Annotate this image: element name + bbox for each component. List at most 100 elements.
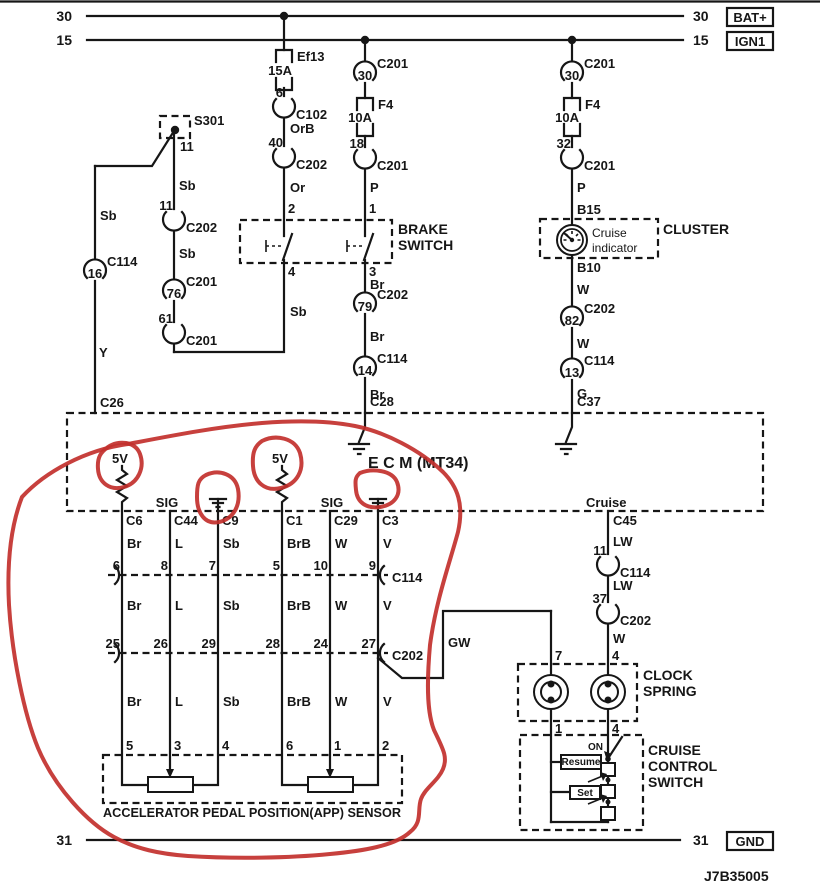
connector-pin: 16 xyxy=(88,266,102,281)
cruise-switch-title: SWITCH xyxy=(648,774,703,790)
clockspring-pin: 1 xyxy=(555,721,562,736)
connector-c114-16: 16 C114 xyxy=(82,254,138,281)
cruise-indicator-label: Cruise xyxy=(592,226,627,240)
connector-name: C201 xyxy=(377,56,408,71)
fuse-name: F4 xyxy=(585,97,601,112)
ecm-title: E C M (MT34) xyxy=(368,455,468,472)
power-buses: 30 15 30 15 BAT+ IGN1 31 31 GND J7B35005 xyxy=(56,6,775,884)
ecm-pin-c3: C3 xyxy=(382,513,399,528)
connector-name: C201 xyxy=(584,158,615,173)
connector-name: C114 xyxy=(584,353,615,368)
connector-row-c114: 6 8 7 5 10 9 C114 xyxy=(108,558,423,586)
connector-c201-30-left: 30 C201 xyxy=(352,56,408,83)
connector-name: C114 xyxy=(107,254,138,269)
connector-pin: 61 xyxy=(159,311,173,326)
row-pin: 25 xyxy=(106,636,120,651)
wire-sb: Sb xyxy=(290,304,307,319)
row-pin: 8 xyxy=(161,558,168,573)
cruise-switch-title: CONTROL xyxy=(648,758,718,774)
switch-position-resume: Resume xyxy=(562,757,601,768)
bat-box xyxy=(725,6,775,28)
wire-brb: BrB xyxy=(287,598,311,613)
wire-w: W xyxy=(577,336,590,351)
row-name: C114 xyxy=(392,570,423,585)
sensor-pin: 4 xyxy=(222,738,230,753)
ecm-pin-c45: C45 xyxy=(613,513,637,528)
connector-pin: 30 xyxy=(358,68,372,83)
gnd-box xyxy=(725,830,775,852)
brake-switch-title: BRAKE xyxy=(398,221,448,237)
ecm-pin-c44: C44 xyxy=(174,513,199,528)
connector-pin: 14 xyxy=(358,363,373,378)
connector-name: C202 xyxy=(186,220,217,235)
cruise-indicator-label: indicator xyxy=(592,241,637,255)
ecm: E C M (MT34) C26 C28 C37 5V 5V SIG SIG C… xyxy=(65,394,765,528)
connector-name: C102 xyxy=(296,107,327,122)
row-pin: 9 xyxy=(369,558,376,573)
fuse-rating: 10A xyxy=(555,110,579,125)
cruise-switch-title: CRUISE xyxy=(648,742,701,758)
row-pin: 26 xyxy=(154,636,168,651)
row-pin: 6 xyxy=(113,558,120,573)
wire-p: P xyxy=(577,180,586,195)
connector-c114-14: 14 C114 xyxy=(352,351,408,378)
cluster: B15 B10 Cruise indicator CLUSTER xyxy=(538,202,729,275)
fuse-ef13: Ef13 15A xyxy=(268,48,324,92)
wire-l: L xyxy=(175,694,183,709)
connector-name: C201 xyxy=(377,158,408,173)
fuse-rating: 10A xyxy=(348,110,372,125)
connector-pin: 79 xyxy=(358,299,372,314)
connector-pin: 18 xyxy=(350,136,364,151)
wire-or: Or xyxy=(290,180,305,195)
cluster-pin-b10: B10 xyxy=(577,260,601,275)
ecm-pin-c37: C37 xyxy=(577,394,601,409)
connector-c201-61: 61 C201 xyxy=(159,311,218,348)
wire-sb: Sb xyxy=(223,536,240,551)
switch-position-set: Set xyxy=(577,788,593,799)
connector-pin: 30 xyxy=(565,68,579,83)
fuse-f4-right: F4 10A xyxy=(555,96,601,138)
wire-br: Br xyxy=(370,277,384,292)
brake-pin-4: 4 xyxy=(288,264,296,279)
wire-w: W xyxy=(613,631,626,646)
ecm-5v-ref: 5V xyxy=(112,451,128,466)
connector-pin: 76 xyxy=(167,286,181,301)
ign-box xyxy=(725,30,775,52)
clock-spring: 7 4 1 4 CLOCK SPRING xyxy=(516,648,697,736)
switch-arrow xyxy=(600,772,607,781)
potentiometer xyxy=(147,776,194,793)
fuse-name: Ef13 xyxy=(297,49,324,64)
annotation-circle-5v-right xyxy=(250,435,304,491)
connector-c202-37: 37 C202 xyxy=(593,591,652,628)
ecm-pin-c9: C9 xyxy=(222,513,239,528)
wire-sb: Sb xyxy=(100,208,117,223)
clockspring-pin: 7 xyxy=(555,648,562,663)
wire-y: Y xyxy=(99,345,108,360)
set-contact-box xyxy=(569,785,601,800)
fuse-name: F4 xyxy=(378,97,394,112)
connector-name: C201 xyxy=(584,56,615,71)
ecm-5v-ref: 5V xyxy=(272,451,288,466)
wire-v: V xyxy=(383,694,392,709)
wire-brb: BrB xyxy=(287,694,311,709)
row-name: C202 xyxy=(392,648,423,663)
splice-name: S301 xyxy=(194,113,224,128)
row-pin: 24 xyxy=(314,636,329,651)
connector-name: C202 xyxy=(377,287,408,302)
bus-30-label-left: 30 xyxy=(56,8,72,24)
red-annotation xyxy=(6,419,463,860)
inline-connectors: 6 C102 40 C202 30 C201 18 C201 30 C201 3… xyxy=(82,56,652,628)
switch-arrow xyxy=(604,751,612,761)
ground-icon xyxy=(208,442,578,509)
switch-arrow xyxy=(600,794,607,803)
wire-w: W xyxy=(335,694,348,709)
brake-switch-title: SWITCH xyxy=(398,237,453,253)
connector-c114-13: 13 C114 xyxy=(559,353,615,380)
wiper-arrow xyxy=(326,769,334,778)
wire-sb: Sb xyxy=(223,598,240,613)
cluster-pin-b15: B15 xyxy=(577,202,601,217)
wire-p: P xyxy=(370,180,379,195)
connector-name: C202 xyxy=(620,613,651,628)
ign-label: IGN1 xyxy=(735,34,765,49)
